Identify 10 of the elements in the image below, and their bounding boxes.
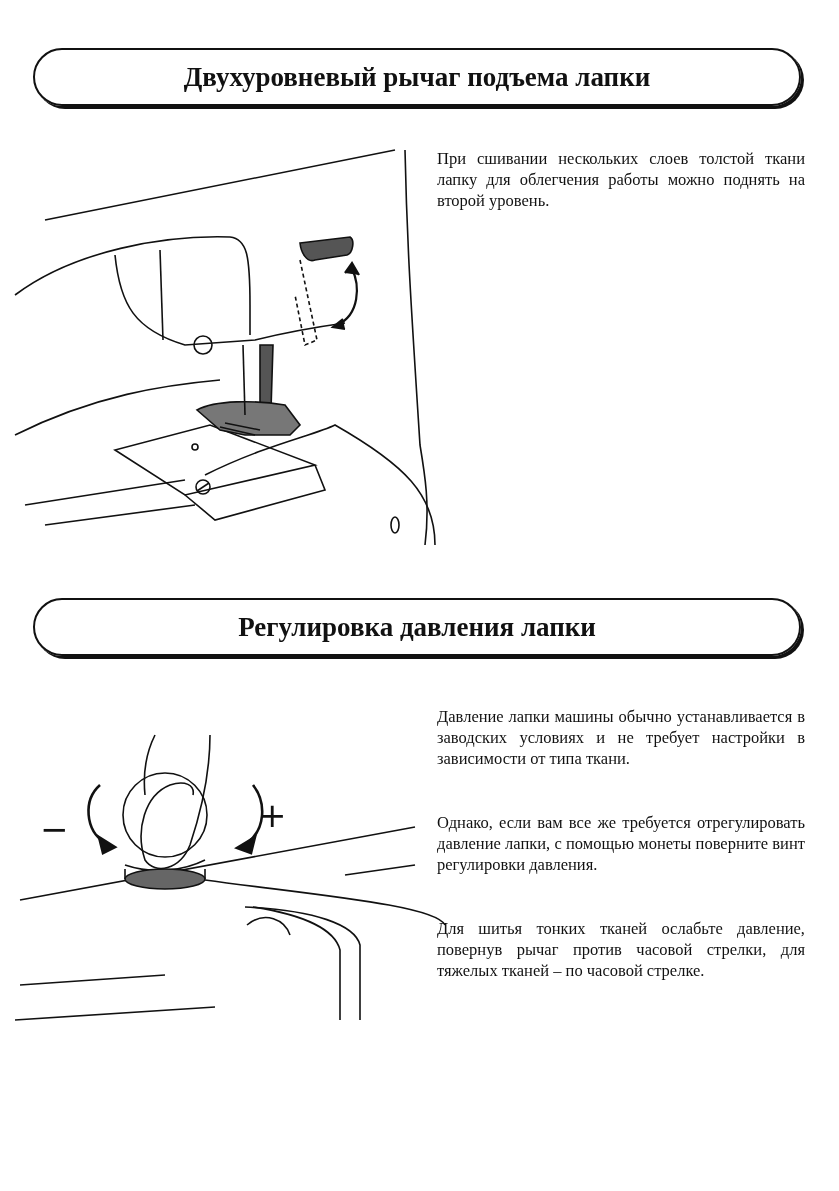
section-heading-band [33,48,801,106]
paragraph: Давление лапки машины обычно устанавливается в заводских условиях и не требует настройки в зависимости от типа ткани. [437,706,805,769]
section-heading: Регулировка давления лапки [238,611,596,643]
paragraph: Однако, если вам все же требуется отрегулировать давление лапки, с помощью монеты поверните винт регулировки давления. [437,812,805,875]
section-heading: Двухуровневый рычаг подъема лапки [183,61,651,93]
plus-sign: + [258,798,287,832]
minus-sign: − [40,812,69,846]
paragraph: Для шитья тонких тканей ослабьте давление, повернув рычаг против часовой стрелки, для тяжелых тканей – по часовой стрелке. [437,918,805,981]
paragraph: При сшивании нескольких слоев толстой ткани лапку для облегчения работы можно поднять на второй уровень. [437,148,805,211]
section-heading-band [33,598,801,656]
